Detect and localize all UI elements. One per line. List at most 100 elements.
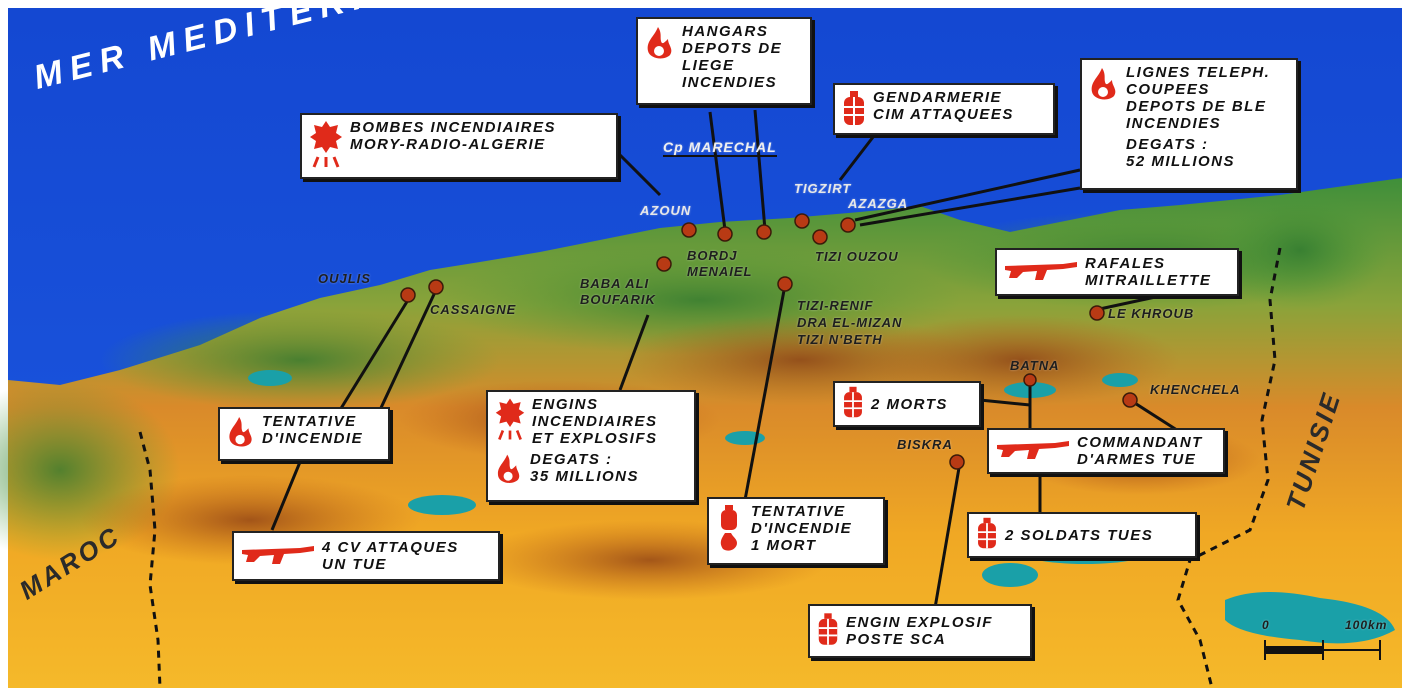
grenade-fire-icon	[715, 503, 745, 558]
box-line: 1 MORT	[751, 537, 817, 554]
place-batna: BATNA	[1010, 358, 1060, 373]
event-box-soldats: 2 SOLDATS TUES	[967, 512, 1197, 558]
place-khenchela: KHENCHELA	[1150, 382, 1241, 397]
event-box-rafales: RAFALES MITRAILLETTE	[995, 248, 1239, 296]
box-line: MORY-RADIO-ALGERIE	[350, 136, 546, 153]
grenade-icon	[841, 89, 867, 132]
place-bordj-2: MENAIEL	[687, 264, 753, 279]
scale-label: 100km	[1345, 618, 1388, 632]
event-box-commandant: COMMANDANT D'ARMES TUE	[987, 428, 1225, 474]
box-line: GENDARMERIE	[873, 89, 1003, 106]
marker-cassaigne	[428, 279, 444, 295]
marker-tigzirt	[794, 213, 810, 229]
place-le-khroub: LE KHROUB	[1108, 306, 1195, 321]
fire-icon	[1088, 64, 1120, 109]
box-line: COUPEES	[1126, 81, 1210, 98]
fire-icon	[644, 23, 676, 68]
marker-bordj	[656, 256, 672, 272]
grenade-icon	[816, 611, 840, 652]
event-box-bombes: BOMBES INCENDIAIRES MORY-RADIO-ALGERIE	[300, 113, 618, 179]
event-box-tentative-2: TENTATIVE D'INCENDIE 1 MORT	[707, 497, 885, 565]
event-box-hangars: HANGARS DEPOTS DE LIEGE INCENDIES	[636, 17, 812, 105]
marker-tizi-renif	[777, 276, 793, 292]
box-line: 2 SOLDATS TUES	[1005, 526, 1154, 544]
place-tizi-renif-2: DRA EL-MIZAN	[797, 315, 903, 330]
marker-biskra	[949, 454, 965, 470]
box-line: TENTATIVE	[262, 413, 357, 430]
box-line: D'INCENDIE	[262, 430, 364, 447]
marker-azoun	[681, 222, 697, 238]
place-tizi-renif-3: TIZI N'BETH	[797, 332, 883, 347]
border-maroc	[138, 431, 162, 689]
event-box-engin-explosif: ENGIN EXPLOSIF POSTE SCA	[808, 604, 1032, 658]
event-box-gendarmerie: GENDARMERIE CIM ATTAQUEES	[833, 83, 1055, 135]
marker-batna	[1023, 373, 1037, 387]
box-line: CIM ATTAQUEES	[873, 106, 1014, 123]
box-line: ET EXPLOSIFS	[532, 430, 658, 447]
explosion-icon	[308, 119, 344, 174]
event-box-engins: ENGINS INCENDIAIRES ET EXPLOSIFS DEGATS …	[486, 390, 696, 502]
place-biskra: BISKRA	[897, 437, 953, 452]
marker-port-gueydon	[756, 224, 772, 240]
box-line: ENGINS	[532, 396, 599, 413]
box-line: COMMANDANT	[1077, 434, 1203, 451]
place-markers	[400, 213, 1138, 470]
box-line: DEPOTS DE BLE	[1126, 98, 1267, 115]
box-line: INCENDIES	[682, 74, 778, 91]
place-bordj-1: BORDJ	[687, 248, 738, 263]
box-line: INCENDIAIRES	[532, 413, 658, 430]
box-line: 35 MILLIONS	[530, 468, 640, 485]
scale-bar	[1264, 640, 1381, 660]
box-line: MITRAILLETTE	[1085, 272, 1212, 289]
box-line: POSTE SCA	[846, 631, 947, 648]
marker-tizi-ouzou	[812, 229, 828, 245]
place-cassaigne: CASSAIGNE	[430, 302, 517, 317]
place-azoun: AZOUN	[640, 203, 692, 218]
box-line: ENGIN EXPLOSIF	[846, 614, 993, 631]
box-line: BOMBES INCENDIAIRES	[350, 119, 557, 136]
box-line: INCENDIES	[1126, 115, 1222, 132]
box-line: DEGATS :	[1126, 136, 1209, 153]
box-line: D'ARMES TUE	[1077, 451, 1197, 468]
box-line: UN TUE	[322, 556, 387, 573]
box-line: HANGARS	[682, 23, 769, 40]
fire-icon	[494, 451, 524, 492]
box-line: 4 CV ATTAQUES	[322, 539, 459, 556]
box-line: 2 MORTS	[871, 395, 948, 413]
box-line: RAFALES	[1085, 255, 1166, 272]
box-line: 52 MILLIONS	[1126, 153, 1236, 170]
marker-khenchela	[1122, 392, 1138, 408]
marker-le-khroub	[1089, 305, 1105, 321]
terrain-relief	[0, 190, 1390, 600]
box-line: TENTATIVE	[751, 503, 846, 520]
marker-oujlis	[400, 287, 416, 303]
marker-dellys	[717, 226, 733, 242]
machine-gun-icon	[995, 437, 1071, 466]
place-baba-ali-1: BABA ALI	[580, 276, 650, 291]
place-azazga: AZAZGA	[848, 196, 909, 211]
box-line: LIEGE	[682, 57, 735, 74]
machine-gun-icon	[1003, 258, 1079, 287]
place-baba-ali-2: BOUFARIK	[580, 292, 656, 307]
event-box-lignes: LIGNES TELEPH. COUPEES DEPOTS DE BLE INC…	[1080, 58, 1298, 190]
place-tizi-renif-1: TIZI-RENIF	[797, 298, 874, 313]
grenade-icon	[975, 516, 999, 555]
scale-zero: 0	[1262, 618, 1270, 632]
place-tizi-ouzou: TIZI OUZOU	[815, 249, 899, 264]
event-box-tentative-1: TENTATIVE D'INCENDIE	[218, 407, 390, 461]
box-line: LIGNES TELEPH.	[1126, 64, 1271, 81]
event-box-cv: 4 CV ATTAQUES UN TUE	[232, 531, 500, 581]
box-line: DEGATS :	[530, 451, 613, 468]
cape-label: Cp MARECHAL	[663, 139, 777, 157]
event-box-morts: 2 MORTS	[833, 381, 981, 427]
place-tigzirt: TIGZIRT	[794, 181, 852, 196]
place-oujlis: OUJLIS	[318, 271, 371, 286]
border-tunisie	[1176, 247, 1282, 689]
marker-azazga	[840, 217, 856, 233]
machine-gun-icon	[240, 542, 316, 571]
fire-icon	[226, 413, 256, 456]
leader-lines	[270, 109, 1181, 609]
box-line: DEPOTS DE	[682, 40, 783, 57]
grenade-icon	[841, 385, 865, 424]
box-line: D'INCENDIE	[751, 520, 853, 537]
